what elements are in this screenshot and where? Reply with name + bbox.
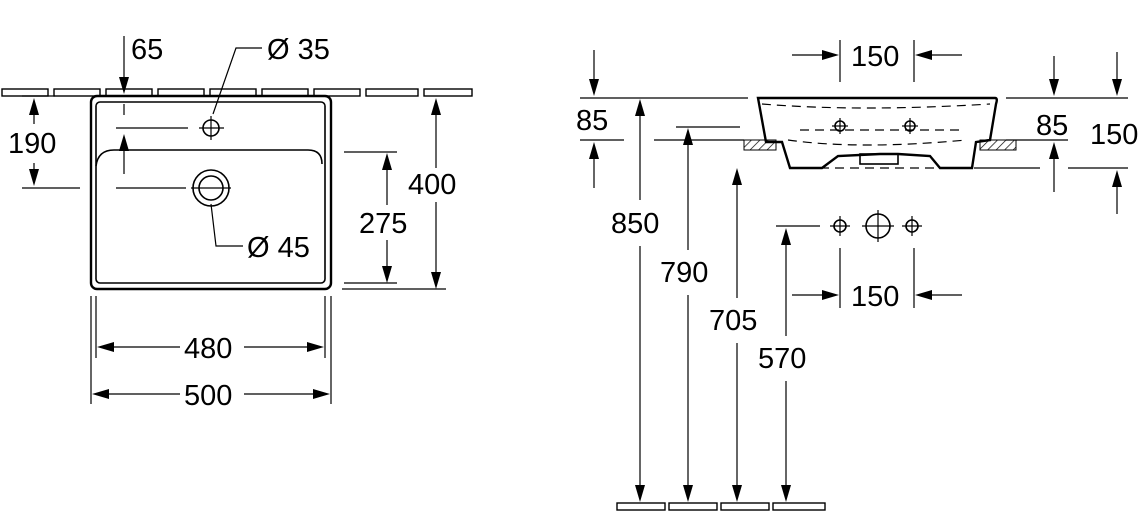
dim-480: 480 xyxy=(95,296,326,365)
dim-85-right-label: 85 xyxy=(1036,110,1068,142)
dim-150-right-label: 150 xyxy=(1090,119,1138,151)
dim-190-label: 190 xyxy=(8,128,56,160)
dim-480-label: 480 xyxy=(184,333,232,365)
dim-150-top-label: 150 xyxy=(851,41,899,73)
floor-tiles xyxy=(616,502,826,511)
dim-85-left-label: 85 xyxy=(576,105,608,137)
dim-65: 65 xyxy=(119,34,163,174)
basin-side-outline xyxy=(756,96,998,170)
dim-dia45-label: Ø 45 xyxy=(247,232,310,264)
wall-sections xyxy=(743,139,1017,151)
dim-150-mid: 150 xyxy=(792,248,962,313)
top-view: 65 Ø 35 190 400 xyxy=(1,34,473,412)
dim-500: 500 xyxy=(90,296,332,412)
tap-hole xyxy=(116,116,224,140)
side-view: 150 85 850 790 xyxy=(576,40,1138,511)
wall-tiles-top xyxy=(1,88,473,97)
waste-hole xyxy=(116,169,231,207)
dim-85-right: 85 xyxy=(1006,56,1068,192)
dim-190: 190 xyxy=(8,95,80,189)
dim-dia45: Ø 45 xyxy=(210,203,310,264)
basin-top-outline xyxy=(89,94,333,291)
dim-570: 570 xyxy=(758,225,820,502)
dim-400-label: 400 xyxy=(408,169,456,201)
hole-pattern xyxy=(830,210,922,242)
dim-500-label: 500 xyxy=(184,380,232,412)
dim-275-label: 275 xyxy=(359,208,407,240)
dim-850-label: 850 xyxy=(611,208,659,240)
dim-790-label: 790 xyxy=(660,257,708,289)
dim-275: 275 xyxy=(344,151,407,284)
dim-150-right: 150 xyxy=(974,52,1138,214)
dim-570-label: 570 xyxy=(758,343,806,375)
dim-705-label: 705 xyxy=(709,305,757,337)
dim-790: 790 xyxy=(660,126,740,502)
dim-85-left: 85 xyxy=(576,50,748,188)
dim-150-mid-label: 150 xyxy=(851,281,899,313)
dim-65-label: 65 xyxy=(131,34,163,66)
dim-705: 705 xyxy=(709,168,757,502)
dim-150-top: 150 xyxy=(792,40,962,82)
dim-400: 400 xyxy=(342,98,456,290)
basin-tap-holes xyxy=(832,118,918,134)
dim-850: 850 xyxy=(611,99,659,502)
dim-dia35-label: Ø 35 xyxy=(267,34,330,66)
dim-dia35: Ø 35 xyxy=(212,34,330,115)
